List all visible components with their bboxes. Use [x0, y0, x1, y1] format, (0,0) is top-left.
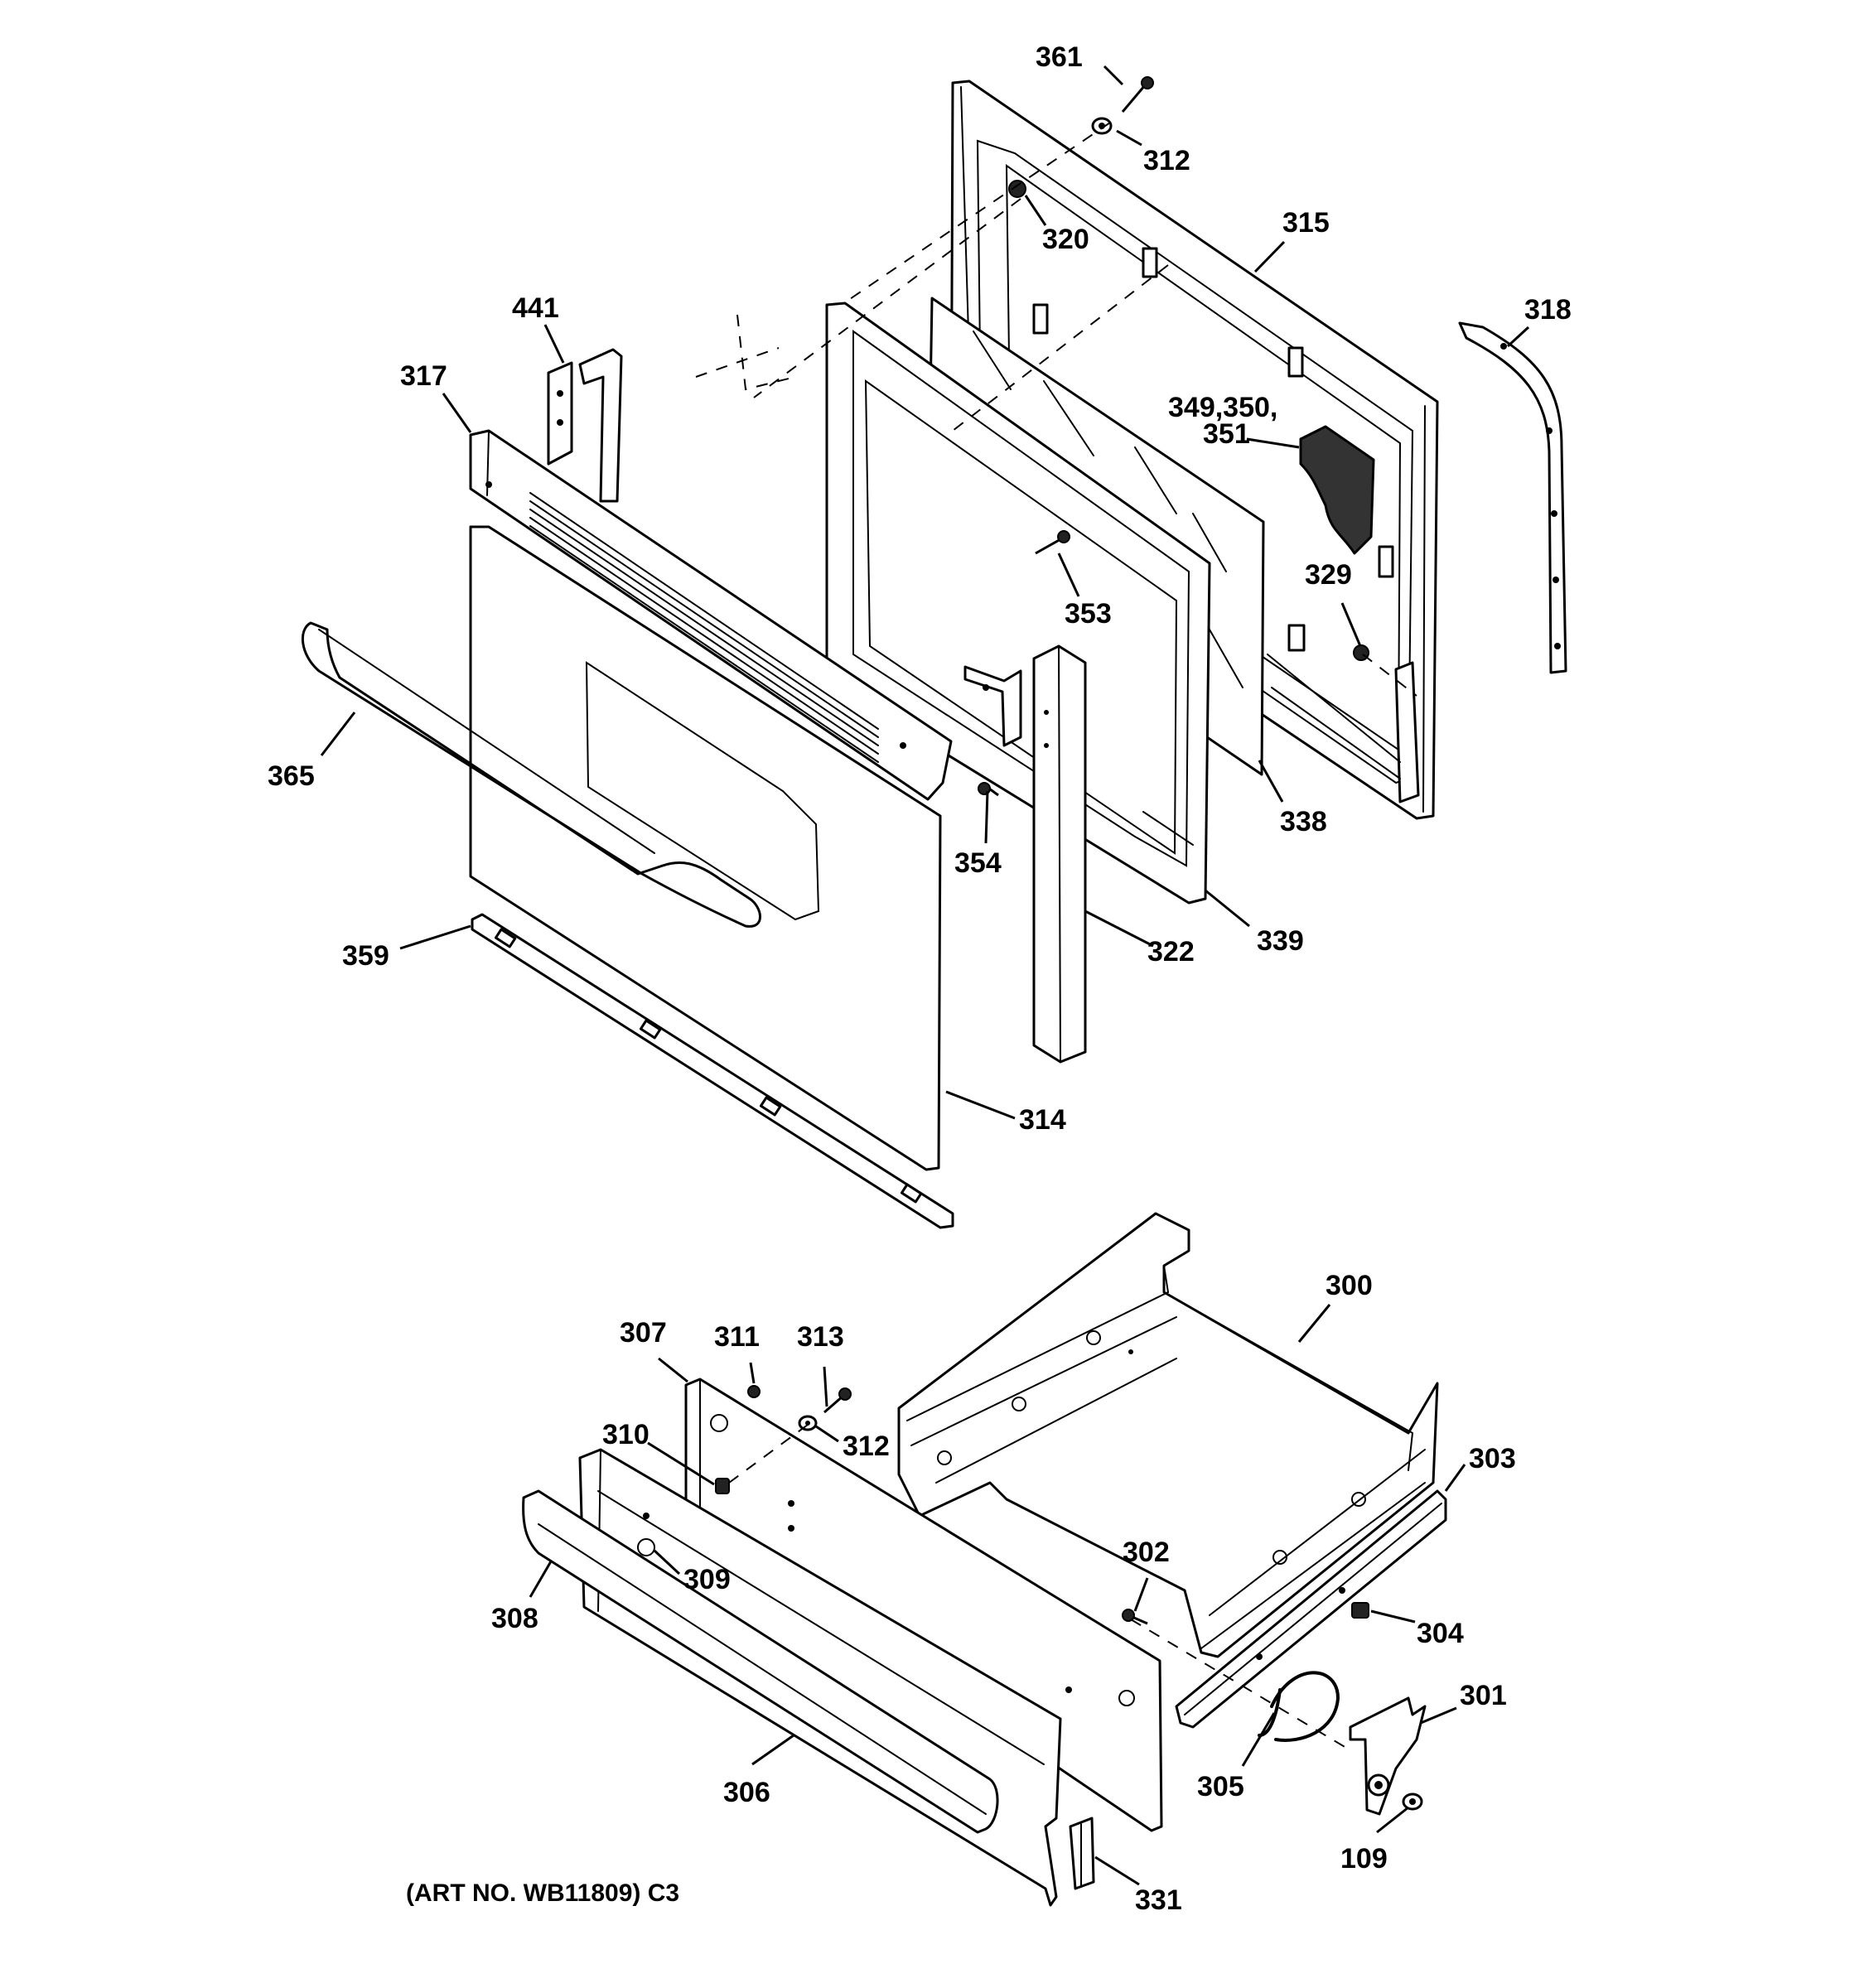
label-303: 303 [1469, 1443, 1516, 1474]
label-313: 313 [797, 1321, 844, 1353]
part-number-labels: 361 312 320 315 318 441 317 349,350, 351… [268, 41, 1572, 1916]
art-number-caption: (ART NO. WB11809) C3 [406, 1879, 679, 1907]
spacer-310 [715, 1478, 730, 1494]
screw-302 [1122, 1609, 1148, 1625]
inner-door-liner-315 [949, 80, 1439, 820]
screw-311 [747, 1385, 761, 1398]
label-312-bottom: 312 [843, 1431, 890, 1462]
label-309: 309 [683, 1564, 731, 1595]
drawer-handle-308 [522, 1489, 999, 1834]
washer-312-bottom [798, 1415, 818, 1431]
label-315: 315 [1282, 207, 1330, 239]
screw-313 [823, 1387, 852, 1414]
label-305: 305 [1197, 1771, 1244, 1802]
label-312-top: 312 [1143, 145, 1190, 176]
label-359: 359 [342, 940, 389, 972]
label-311: 311 [714, 1321, 760, 1353]
label-338: 338 [1280, 806, 1327, 837]
door-handle-365 [301, 621, 761, 928]
bracket-331 [1069, 1817, 1095, 1890]
label-354: 354 [954, 847, 1002, 879]
label-339: 339 [1257, 925, 1304, 957]
label-320: 320 [1042, 224, 1089, 255]
hinge-bracket-441 [547, 348, 623, 503]
clip-ring-305 [1258, 1671, 1340, 1742]
label-300: 300 [1326, 1270, 1373, 1301]
label-318: 318 [1524, 294, 1572, 326]
door-insulation-349 [1299, 425, 1375, 555]
screw-361 [1121, 76, 1154, 113]
label-301: 301 [1460, 1680, 1507, 1711]
label-361: 361 [1036, 41, 1083, 73]
label-310: 310 [602, 1419, 650, 1450]
label-365: 365 [268, 760, 315, 792]
label-109: 109 [1340, 1843, 1388, 1875]
label-307: 307 [620, 1317, 667, 1349]
label-349-350: 349,350, [1168, 392, 1277, 423]
bottom-door-trim-359 [471, 913, 954, 1229]
door-vent-trim-317 [469, 429, 953, 801]
bolt-320 [1008, 180, 1026, 198]
label-306: 306 [723, 1777, 770, 1808]
washer-109 [1402, 1793, 1423, 1811]
label-329: 329 [1305, 559, 1352, 591]
outer-door-panel-314 [469, 525, 942, 1171]
label-317: 317 [400, 360, 447, 392]
drawer-body-300 [897, 1212, 1439, 1658]
label-351: 351 [1203, 418, 1250, 450]
label-304: 304 [1417, 1618, 1464, 1649]
leader-lines [320, 65, 1530, 1886]
side-trim-322 [1032, 644, 1087, 1064]
label-322: 322 [1147, 936, 1195, 967]
door-gasket-318 [1458, 321, 1567, 674]
drawer-rail-303 [1175, 1489, 1447, 1729]
label-308: 308 [491, 1603, 538, 1634]
washer-312-top [1091, 117, 1113, 135]
label-441: 441 [512, 292, 559, 324]
label-314: 314 [1019, 1104, 1066, 1136]
drawer-bracket-301 [1349, 1696, 1427, 1816]
label-353: 353 [1065, 598, 1112, 630]
label-331: 331 [1135, 1884, 1182, 1916]
hinge-bracket-right [963, 665, 1022, 747]
label-302: 302 [1123, 1537, 1170, 1568]
rail-stop-304 [1351, 1602, 1369, 1619]
vent-slots [529, 492, 879, 763]
screw-353 [1035, 530, 1070, 555]
